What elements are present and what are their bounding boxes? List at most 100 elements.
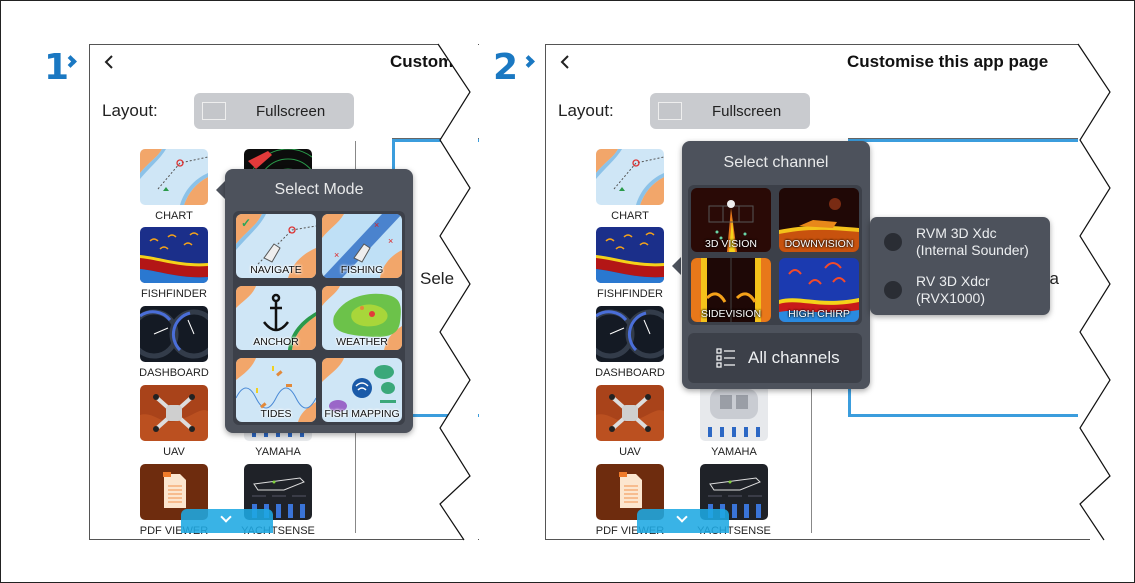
yamaha-thumb-icon xyxy=(700,385,768,441)
transducer-option-rv-3d-xdcr[interactable]: RV 3D Xdcr (RVX1000) xyxy=(884,273,1044,309)
app-dashboard[interactable]: DASHBOARD xyxy=(595,306,665,379)
chart-thumb-icon xyxy=(140,149,208,205)
mode-label: WEATHER xyxy=(336,336,388,348)
list-icon xyxy=(716,348,735,368)
mode-label: NAVIGATE xyxy=(250,264,302,276)
popup-title: Select Mode xyxy=(274,181,364,198)
popup-arrow xyxy=(216,181,225,199)
layout-label: Layout: xyxy=(102,101,158,120)
mode-tile-fishing[interactable]: × × × FISHING xyxy=(322,214,402,278)
app-uav[interactable]: UAV xyxy=(596,385,664,458)
popup-title: Select channel xyxy=(723,154,829,171)
layout-button-label: Fullscreen xyxy=(712,103,782,120)
option-line-1: RVM 3D Xdc xyxy=(916,225,997,241)
step-number-1: 1 xyxy=(44,47,70,88)
mode-tile-anchor[interactable]: ANCHOR xyxy=(236,286,316,350)
yachtsense-thumb-icon xyxy=(244,464,312,520)
svg-text:×: × xyxy=(388,236,393,246)
sub-popup-arrow xyxy=(863,257,870,275)
chevron-down-icon xyxy=(676,511,688,523)
torn-edge-step-2 xyxy=(1058,43,1118,541)
preview-text: Sele xyxy=(420,269,455,288)
layout-label: Layout: xyxy=(558,101,614,120)
channel-label: SIDEVISION xyxy=(700,308,762,320)
mode-tile-weather[interactable]: WEATHER xyxy=(322,286,402,350)
mode-label: FISHING xyxy=(340,264,384,276)
step-chevron-icon xyxy=(522,55,535,68)
option-line-1: RV 3D Xdcr xyxy=(916,273,990,289)
all-channels-label: All channels xyxy=(748,348,840,367)
app-name: CHART xyxy=(155,210,193,222)
app-name: FISHFINDER xyxy=(141,288,207,300)
channel-tile-high-chirp[interactable]: HIGH CHIRP xyxy=(779,258,859,322)
svg-text:×: × xyxy=(334,250,339,260)
step-number-2: 2 xyxy=(493,47,519,88)
transducer-popup: RVM 3D Xdc (Internal Sounder) RV 3D Xdcr… xyxy=(870,217,1050,315)
scroll-down-button[interactable] xyxy=(181,509,273,533)
app-name: CHART xyxy=(611,210,649,222)
app-dashboard[interactable]: DASHBOARD xyxy=(139,306,209,379)
chevron-down-icon xyxy=(220,511,232,523)
radio-button[interactable] xyxy=(884,233,902,251)
app-fishfinder[interactable]: FISHFINDER xyxy=(596,227,664,300)
app-fishfinder[interactable]: FISHFINDER xyxy=(140,227,208,300)
page-title: Customise this app page xyxy=(847,52,1049,71)
app-chart[interactable]: CHART xyxy=(140,149,208,222)
panel-step-1: Customi Layout: Fullscreen Sele CHART FI… xyxy=(89,44,479,540)
transducer-option-rvm-3d-xdc[interactable]: RVM 3D Xdc (Internal Sounder) xyxy=(884,225,1044,261)
back-button[interactable] xyxy=(102,53,120,73)
torn-edge-step-1 xyxy=(418,43,478,541)
mode-label: TIDES xyxy=(260,408,292,420)
fishfinder-thumb-icon xyxy=(140,227,208,283)
chevron-left-icon xyxy=(560,55,569,69)
app-name: UAV xyxy=(163,446,185,458)
chevron-left-icon xyxy=(104,55,113,69)
fullscreen-layout-icon xyxy=(202,102,226,120)
select-channel-popup: Select channel 3D VISION DOWNVISION SIDE… xyxy=(682,141,870,389)
popup-arrow xyxy=(672,257,681,275)
mode-label: ANCHOR xyxy=(253,336,299,348)
channel-label: DOWNVISION xyxy=(784,238,854,250)
channel-tile-sidevision[interactable]: SIDEVISION xyxy=(691,258,771,322)
app-name: UAV xyxy=(619,446,641,458)
app-name: DASHBOARD xyxy=(595,367,665,379)
dashboard-thumb-icon xyxy=(140,306,208,362)
channel-label: 3D VISION xyxy=(705,238,757,250)
panel-step-2: Customise this app page Layout: Fullscre… xyxy=(545,44,1090,540)
layout-fullscreen-button[interactable]: Fullscreen xyxy=(650,93,810,129)
channel-tile-3d-vision[interactable]: 3D VISION xyxy=(691,188,771,252)
mode-tile-navigate[interactable]: ✓ NAVIGATE xyxy=(236,214,316,278)
app-name: DASHBOARD xyxy=(139,367,209,379)
selected-check-icon: ✓ xyxy=(241,216,252,230)
mode-grid: ✓ NAVIGATE × × × FISHING ANCHOR WEATHER TI… xyxy=(233,211,405,425)
option-line-2: (RVX1000) xyxy=(916,290,986,306)
page-title: Customi xyxy=(390,52,458,71)
app-name: YAMAHA xyxy=(711,446,757,458)
select-mode-popup: Select Mode ✓ NAVIGATE × × × FISHING ANCHO… xyxy=(225,169,413,433)
layout-button-label: Fullscreen xyxy=(256,103,326,120)
scroll-down-button[interactable] xyxy=(637,509,729,533)
uav-thumb-icon xyxy=(140,385,208,441)
mode-tile-fish-mapping[interactable]: FISH MAPPING xyxy=(322,358,402,422)
fullscreen-layout-icon xyxy=(658,102,682,120)
app-yamaha[interactable]: YAMAHA xyxy=(700,385,768,458)
app-uav[interactable]: UAV xyxy=(140,385,208,458)
radio-button[interactable] xyxy=(884,281,902,299)
option-line-2: (Internal Sounder) xyxy=(916,242,1029,258)
chart-thumb-icon xyxy=(596,149,664,205)
app-yachtsense[interactable]: YACHTSENSE xyxy=(241,464,315,537)
fishfinder-thumb-icon xyxy=(596,227,664,283)
app-name: YAMAHA xyxy=(255,446,301,458)
back-button[interactable] xyxy=(558,53,576,73)
channel-label: HIGH CHIRP xyxy=(788,308,850,320)
svg-text:×: × xyxy=(374,220,379,230)
channel-grid: 3D VISION DOWNVISION SIDEVISION HIGH CHI… xyxy=(688,185,862,325)
mode-label: FISH MAPPING xyxy=(324,408,400,420)
channel-tile-downvision[interactable]: DOWNVISION xyxy=(779,188,859,252)
app-chart[interactable]: CHART xyxy=(596,149,664,222)
all-channels-button[interactable]: All channels xyxy=(688,333,862,383)
layout-fullscreen-button[interactable]: Fullscreen xyxy=(194,93,354,129)
app-name: FISHFINDER xyxy=(597,288,663,300)
uav-thumb-icon xyxy=(596,385,664,441)
mode-tile-tides[interactable]: TIDES xyxy=(236,358,316,422)
